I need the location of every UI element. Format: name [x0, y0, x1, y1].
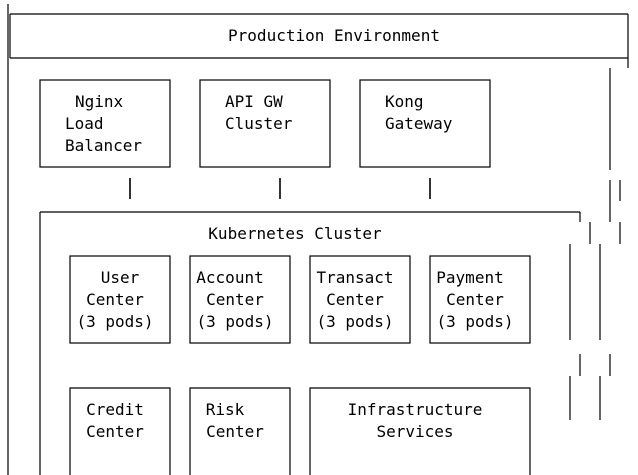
gateway-kong-line-1: Kong: [385, 92, 424, 111]
service-user-center-line-3: (3 pods): [76, 312, 153, 331]
kubernetes-cluster-title: Kubernetes Cluster: [208, 224, 382, 243]
service-account-center-line-3: (3 pods): [196, 312, 273, 331]
gateway-kong-line-2: Gateway: [385, 114, 453, 133]
service-account-center: Account Center (3 pods): [189, 255, 291, 344]
misaligned-border-fragments: [569, 68, 621, 420]
service-user-center-box: [69, 255, 171, 344]
gateway-nginx-line-1: Nginx: [75, 92, 124, 111]
service-payment-center-line-1: Payment: [436, 268, 503, 287]
service-risk-center: Risk Center: [189, 387, 291, 475]
gateway-api-gw-line-2: Cluster: [225, 114, 293, 133]
service-credit-center-line-1: Credit: [86, 400, 144, 419]
gateway-api-gw-box: [199, 79, 331, 168]
service-user-center-line-2: Center: [86, 290, 144, 309]
service-credit-center: Credit Center: [69, 387, 171, 475]
service-credit-center-box: [69, 387, 171, 475]
service-risk-center-box: [189, 387, 291, 475]
gateway-kong: Kong Gateway: [359, 79, 491, 168]
service-credit-center-line-2: Center: [86, 422, 144, 441]
service-payment-center: Payment Center (3 pods): [429, 255, 531, 344]
gateway-nginx-line-2: Load: [65, 114, 104, 133]
service-transact-center-line-1: Transact: [316, 268, 393, 287]
production-environment-title: Production Environment: [228, 26, 440, 45]
service-risk-center-line-1: Risk: [206, 400, 245, 419]
gateway-nginx-line-3: Balancer: [65, 136, 142, 155]
service-infrastructure: Infrastructure Services: [309, 387, 531, 475]
service-account-center-box: [189, 255, 291, 344]
service-payment-center-box: [429, 255, 531, 344]
service-account-center-line-2: Center: [206, 290, 264, 309]
gateway-api-gw-line-1: API GW: [225, 92, 283, 111]
service-infrastructure-line-1: Infrastructure: [348, 400, 483, 419]
gateway-nginx-box: [39, 79, 171, 168]
gateway-kong-box: [359, 79, 491, 168]
service-user-center-line-1: User: [101, 268, 140, 287]
service-payment-center-line-3: (3 pods): [436, 312, 513, 331]
service-infrastructure-line-2: Services: [376, 422, 453, 441]
service-account-center-line-1: Account: [196, 268, 263, 287]
service-user-center: User Center (3 pods): [69, 255, 171, 344]
service-risk-center-line-2: Center: [206, 422, 264, 441]
service-payment-center-line-2: Center: [446, 290, 504, 309]
gateway-api-gw: API GW Cluster: [199, 79, 331, 168]
service-infrastructure-box: [309, 387, 531, 475]
service-transact-center-line-3: (3 pods): [316, 312, 393, 331]
service-transact-center-box: [309, 255, 411, 344]
gateway-nginx: Nginx Load Balancer: [39, 79, 171, 168]
service-transact-center: Transact Center (3 pods): [309, 255, 411, 344]
service-transact-center-line-2: Center: [326, 290, 384, 309]
